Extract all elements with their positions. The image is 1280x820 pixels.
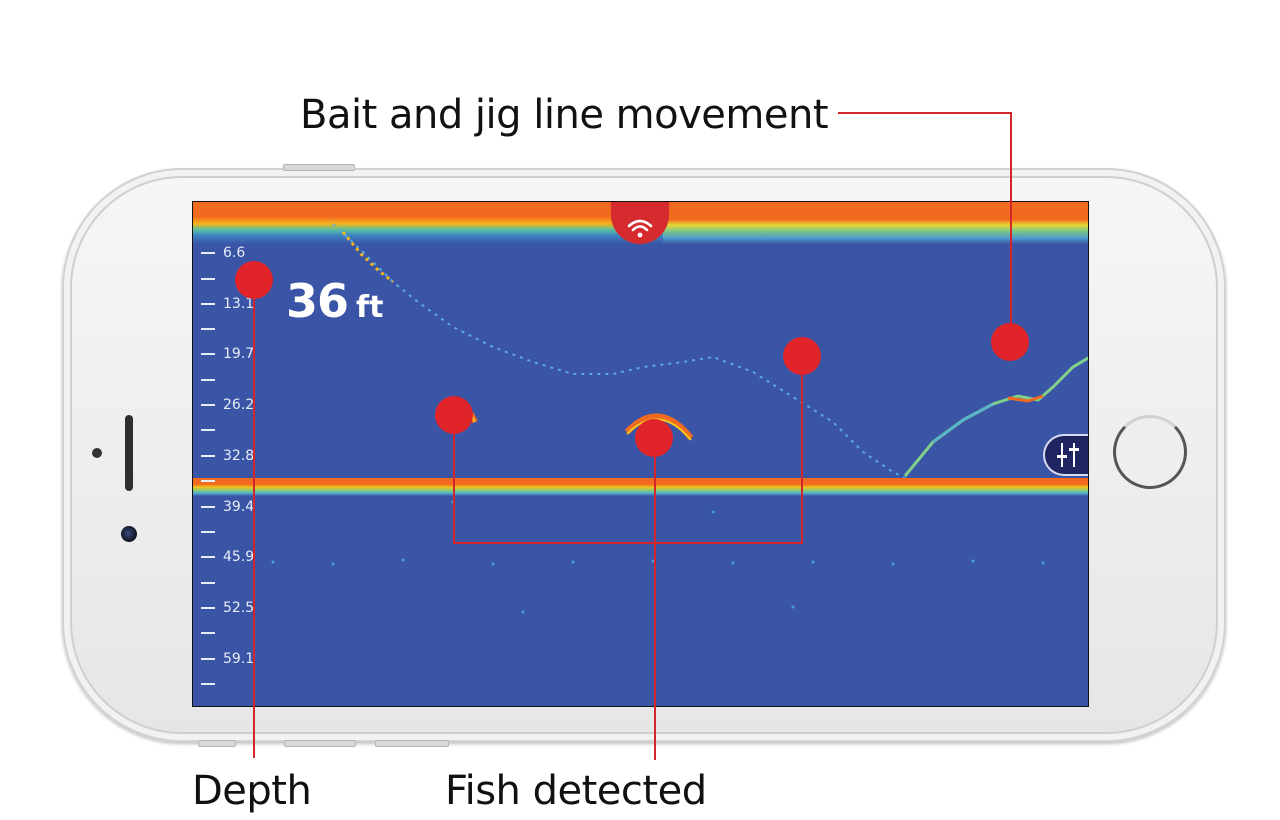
callout-depth-label: Depth [192, 768, 312, 814]
top-button[interactable] [283, 164, 355, 171]
seabed-return [193, 478, 1088, 496]
wifi-connection-button[interactable] [611, 202, 669, 244]
depth-tick-label: 13.1 [223, 296, 255, 312]
callout-line-bait [838, 112, 1012, 114]
volume-mute-switch[interactable] [198, 740, 236, 747]
depth-tick-label: 52.5 [223, 600, 255, 616]
wifi-icon [627, 219, 653, 238]
earpiece-speaker [125, 415, 133, 491]
proximity-sensor [92, 448, 102, 458]
depth-tick-label: 6.6 [223, 245, 246, 261]
depth-tick-label: 32.8 [223, 448, 255, 464]
depth-tick-label: 39.4 [223, 499, 255, 515]
volume-up-button[interactable] [284, 740, 356, 747]
sonar-screen: 6.6 13.1 19.7 26.2 32.8 39.4 45.9 52.5 5… [192, 201, 1089, 707]
depth-tick-label: 26.2 [223, 397, 255, 413]
settings-button[interactable] [1043, 434, 1088, 476]
depth-unit: ft [356, 290, 384, 325]
surface-clutter-right [663, 202, 1088, 244]
callout-bait-jig-label: Bait and jig line movement [300, 92, 829, 138]
home-button[interactable] [1113, 415, 1187, 489]
depth-tick-label: 59.1 [223, 651, 255, 667]
depth-tick-label: 45.9 [223, 549, 255, 565]
front-camera [121, 526, 137, 542]
volume-down-button[interactable] [375, 740, 449, 747]
depth-value: 36 [286, 274, 349, 328]
sliders-icon [1057, 443, 1079, 467]
callout-fish-label: Fish detected [445, 768, 707, 814]
depth-scale: 6.6 13.1 19.7 26.2 32.8 39.4 45.9 52.5 5… [201, 202, 271, 706]
depth-tick-label: 19.7 [223, 346, 255, 362]
